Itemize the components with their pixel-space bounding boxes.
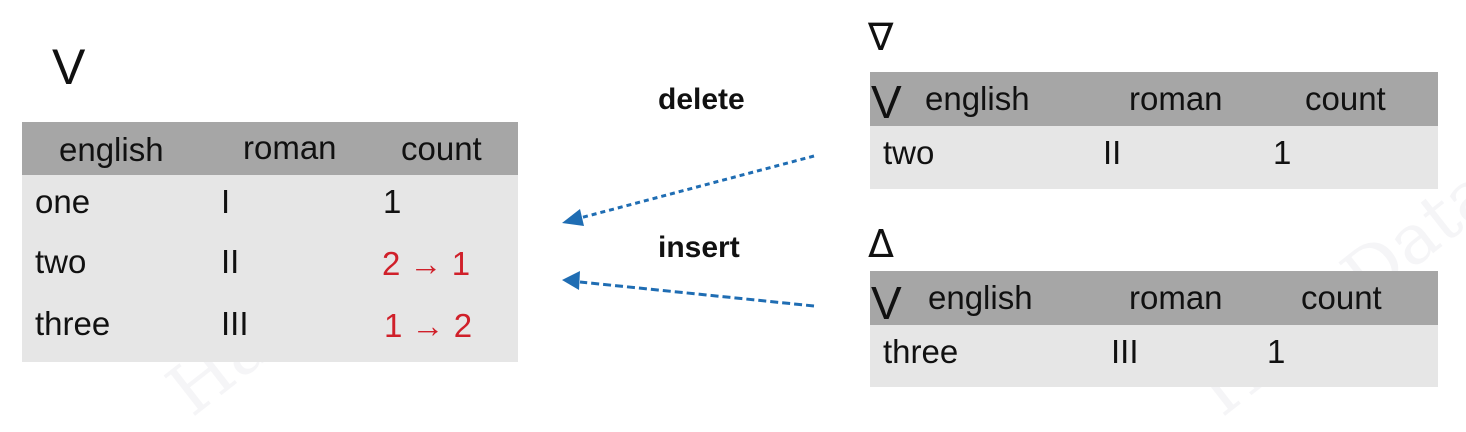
insert-table-label: V	[871, 277, 902, 329]
insert-arrowhead	[562, 271, 580, 290]
delete-header-count: count	[1305, 80, 1386, 117]
row-2-count-change: 2 → 1	[382, 245, 471, 282]
delete-header-roman: roman	[1129, 80, 1223, 117]
main-table-header: english roman count	[22, 122, 518, 175]
delete-symbol: ∇	[868, 15, 894, 59]
delete-table-label: V	[871, 76, 902, 128]
delete-arrow-line	[579, 154, 815, 220]
delete-arrowhead	[562, 209, 584, 226]
arrows	[562, 154, 815, 308]
insert-label: insert	[658, 231, 740, 264]
insert-table: V english roman count three III 1	[870, 271, 1438, 387]
insert-row-count: 1	[1267, 333, 1286, 370]
main-table-label: V	[52, 39, 86, 95]
insert-row-english: three	[883, 333, 959, 370]
row-2-roman: II	[221, 243, 240, 280]
delete-header-english: english	[925, 80, 1030, 117]
delete-label: delete	[658, 83, 745, 116]
header-roman: roman	[243, 129, 337, 166]
row-3-roman: III	[221, 305, 249, 342]
row-2-english: two	[35, 243, 87, 280]
insert-symbol: Δ	[868, 222, 894, 266]
delete-row-roman: II	[1103, 134, 1122, 171]
row-1-roman: I	[221, 183, 231, 220]
insert-row-roman: III	[1111, 333, 1139, 370]
insert-table-header: V english roman count	[870, 271, 1438, 329]
delete-row-count: 1	[1273, 134, 1292, 171]
insert-header-count: count	[1301, 279, 1382, 316]
insert-header-roman: roman	[1129, 279, 1223, 316]
insert-header-english: english	[928, 279, 1033, 316]
delete-table-header: V english roman count	[870, 72, 1438, 126]
main-table: english roman count one I 1 two II 2 → 1…	[22, 122, 518, 362]
row-3-count-change: 1 → 2	[384, 307, 473, 344]
delete-table: V english roman count two II 1	[870, 72, 1438, 189]
row-1-english: one	[35, 183, 91, 220]
row-1-count: 1	[383, 183, 402, 220]
header-count: count	[401, 130, 482, 167]
delete-row-english: two	[883, 134, 935, 171]
insert-arrow-line	[579, 280, 815, 308]
row-3-english: three	[35, 305, 111, 342]
header-english: english	[59, 131, 164, 168]
